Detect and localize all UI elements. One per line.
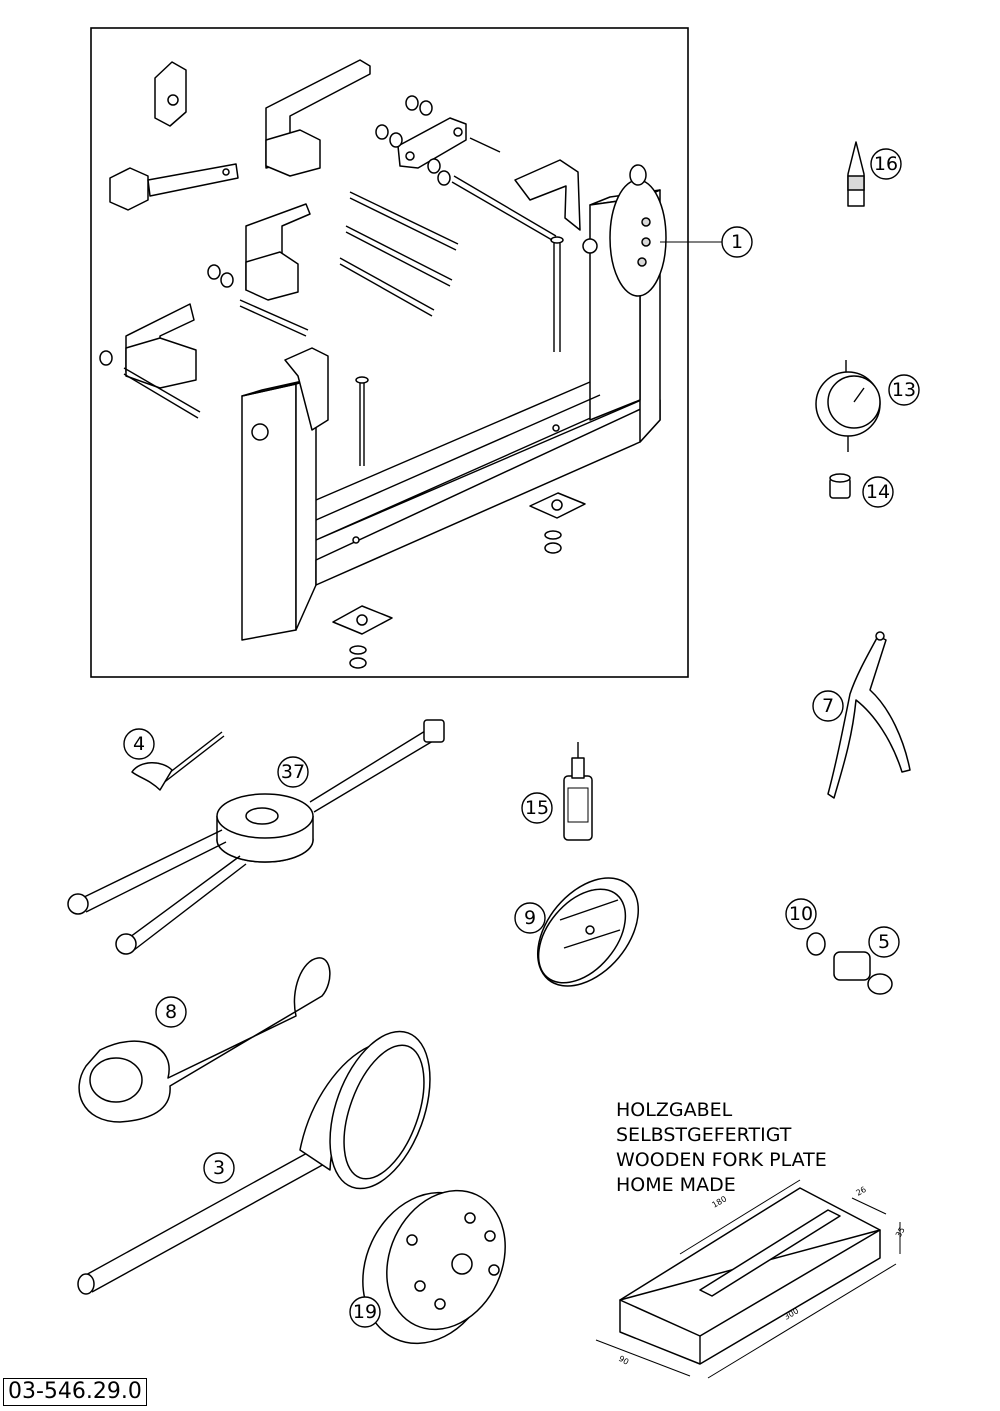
sealant-tube xyxy=(847,141,865,207)
special-tool-37 xyxy=(67,719,445,955)
dimension-180: 180 xyxy=(711,1194,729,1209)
callout-13: 13 xyxy=(888,374,920,406)
svg-text:13: 13 xyxy=(892,379,916,401)
engine-stand-frame-box xyxy=(90,27,689,678)
svg-text:3: 3 xyxy=(213,1157,225,1179)
svg-text:9: 9 xyxy=(524,907,536,929)
callout-10: 10 xyxy=(785,898,817,930)
note-line-1: HOLZGABEL xyxy=(616,1099,733,1121)
note-line-3: WOODEN FORK PLATE xyxy=(616,1149,827,1171)
callout-37: 37 xyxy=(277,756,309,788)
svg-text:16: 16 xyxy=(874,153,898,175)
document-number: 03-546.29.0 xyxy=(3,1378,147,1406)
dimension-35: 35 xyxy=(894,1226,907,1239)
svg-text:4: 4 xyxy=(133,733,145,755)
svg-text:5: 5 xyxy=(878,931,890,953)
dimension-90: 90 xyxy=(617,1354,630,1367)
adapter-set xyxy=(806,932,893,995)
callout-8: 8 xyxy=(155,996,187,1028)
circlip-pliers xyxy=(827,631,911,799)
callout-4: 4 xyxy=(123,728,155,760)
note-line-2: SELBSTGEFERTIGT xyxy=(616,1124,792,1146)
puller-disc xyxy=(362,1189,506,1345)
holding-wrench xyxy=(78,957,331,1123)
callout-15: 15 xyxy=(521,792,553,824)
callout-19: 19 xyxy=(349,1296,381,1328)
svg-text:7: 7 xyxy=(822,695,834,717)
callout-5: 5 xyxy=(868,926,900,958)
callout-16: 16 xyxy=(870,148,902,180)
engine-stand-assembly xyxy=(99,59,667,669)
pin-wrench xyxy=(131,731,225,791)
svg-text:1: 1 xyxy=(731,231,743,253)
callout-7: 7 xyxy=(812,690,844,722)
svg-text:8: 8 xyxy=(165,1001,177,1023)
thread-lock-bottle xyxy=(563,742,593,841)
note-line-4: HOME MADE xyxy=(616,1174,736,1196)
dial-gauge xyxy=(815,360,881,452)
dimension-26: 26 xyxy=(855,1185,868,1198)
flywheel-holder xyxy=(77,1030,431,1295)
callout-14: 14 xyxy=(862,476,894,508)
svg-text:19: 19 xyxy=(353,1301,377,1323)
svg-text:15: 15 xyxy=(525,797,549,819)
gauge-adapter xyxy=(829,473,851,499)
wooden-fork-plate xyxy=(595,1179,901,1379)
callout-9: 9 xyxy=(514,902,546,934)
svg-text:14: 14 xyxy=(866,481,890,503)
callout-3: 3 xyxy=(203,1152,235,1184)
svg-text:10: 10 xyxy=(789,903,813,925)
svg-text:37: 37 xyxy=(281,761,305,783)
callout-1: 1 xyxy=(721,226,753,258)
degree-disc xyxy=(536,877,640,987)
